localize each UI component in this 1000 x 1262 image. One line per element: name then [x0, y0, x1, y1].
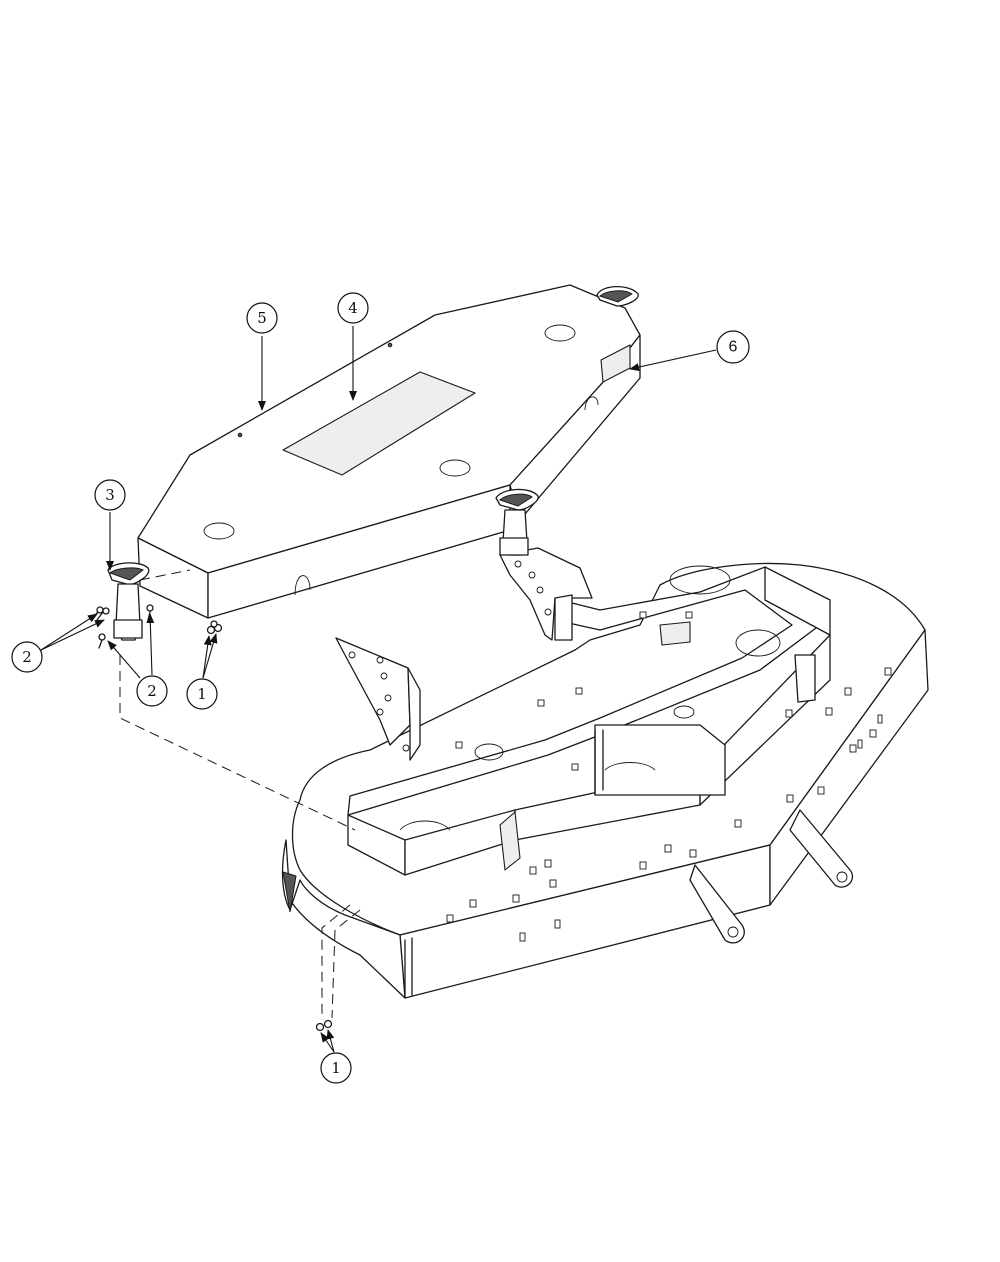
latch-right	[495, 488, 539, 556]
callout-3: 3	[94, 479, 126, 571]
callout-6: 6	[629, 330, 750, 371]
callouts: 5 4 6 3 2 2	[11, 292, 750, 1084]
callout-4-label: 4	[348, 299, 358, 317]
callout-1-upper: 1	[186, 633, 218, 710]
callout-3-label: 3	[105, 486, 115, 504]
callout-5: 5	[246, 302, 278, 411]
latch-left	[107, 562, 150, 641]
belt-cover	[137, 284, 641, 619]
callout-1-upper-label: 1	[197, 685, 207, 703]
callout-5-label: 5	[257, 309, 267, 327]
callout-4: 4	[337, 292, 369, 401]
latch-top	[596, 285, 639, 307]
hardware-screws	[91, 604, 154, 649]
callout-1-lower: 1	[320, 1029, 352, 1084]
callout-2-lower-label: 2	[147, 682, 157, 700]
hardware-nuts-lower	[315, 1019, 333, 1032]
mower-deck	[281, 547, 929, 999]
callout-2-left-label: 2	[22, 648, 32, 666]
callout-2-lower: 2	[107, 613, 168, 707]
deck-slots	[446, 611, 892, 942]
hardware-nuts-upper	[206, 620, 223, 635]
callout-6-label: 6	[729, 339, 738, 356]
callout-1-lower-label: 1	[331, 1059, 341, 1077]
decal	[282, 371, 476, 476]
callout-2-left: 2	[11, 613, 105, 673]
alignment-lines	[119, 569, 361, 1020]
